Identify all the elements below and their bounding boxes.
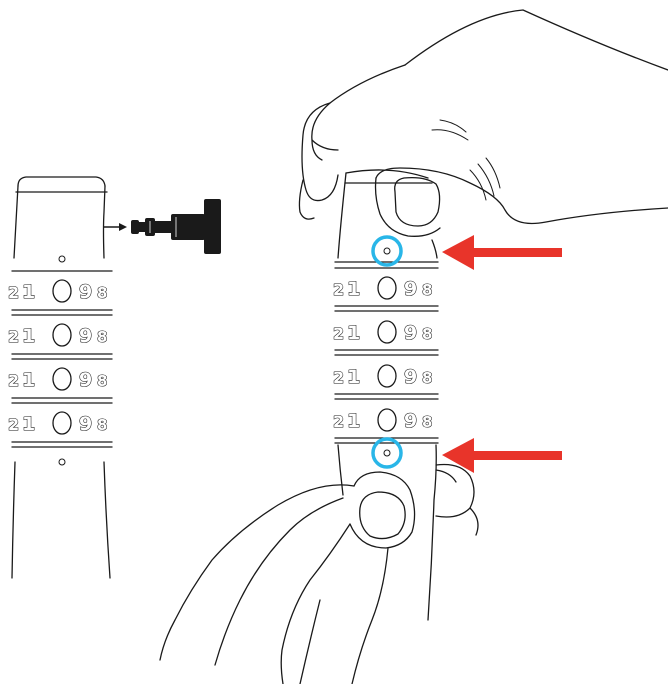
dial-digit: 9 <box>79 369 92 391</box>
dial-digit: 1 <box>347 322 360 344</box>
dial-digit: 2 <box>333 368 344 387</box>
right-cryptex-body <box>337 169 438 621</box>
dial-digit: 2 <box>8 415 19 434</box>
dial-digit: 8 <box>422 413 432 431</box>
dial-digit: 8 <box>97 328 107 346</box>
circle-highlight-icon <box>371 437 403 469</box>
dial-digit: 9 <box>404 410 417 432</box>
dial-digit-zero <box>52 323 72 347</box>
circle-highlight-icon <box>371 235 403 267</box>
dial-digit: 1 <box>22 369 35 391</box>
dial-digit: 2 <box>8 327 19 346</box>
dial-digit: 2 <box>333 280 344 299</box>
arrow-left-icon <box>442 235 562 270</box>
dial-digit: 9 <box>404 322 417 344</box>
dial-digit: 2 <box>333 412 344 431</box>
dial-digit: 2 <box>8 283 19 302</box>
dial-digit: 9 <box>79 325 92 347</box>
lower-hand <box>159 463 479 684</box>
dial-digit-zero <box>52 279 72 303</box>
dial-digit: 8 <box>422 325 432 343</box>
dial-digit: 8 <box>422 281 432 299</box>
upper-hand <box>298 9 668 237</box>
dial-digit: 1 <box>347 278 360 300</box>
dial-digit-zero <box>377 320 397 344</box>
dial-digit: 8 <box>97 284 107 302</box>
left-dial-rings <box>11 270 113 448</box>
dial-digit: 1 <box>347 410 360 432</box>
arrow-right-icon <box>103 223 127 231</box>
dial-digit: 1 <box>22 281 35 303</box>
left-dial-digits: 2 1 9 8 2 1 9 8 2 1 9 8 2 1 9 8 <box>7 279 108 436</box>
dial-digit: 1 <box>22 413 35 435</box>
dial-digit-zero <box>377 364 397 388</box>
dial-digit: 8 <box>97 372 107 390</box>
dial-digit: 1 <box>347 366 360 388</box>
dial-digit-zero <box>377 408 397 432</box>
removed-knob <box>131 199 221 254</box>
dial-digit: 1 <box>22 325 35 347</box>
dial-digit: 8 <box>422 369 432 387</box>
left-cryptex-body <box>11 176 111 579</box>
right-dial-digits: 2 1 9 8 2 1 9 8 2 1 9 8 2 1 9 8 <box>332 276 433 433</box>
dial-digit: 2 <box>8 371 19 390</box>
dial-digit: 9 <box>79 413 92 435</box>
dial-digit: 9 <box>404 366 417 388</box>
dial-digit-zero <box>52 411 72 435</box>
dial-digit: 8 <box>97 416 107 434</box>
dial-digit: 9 <box>404 278 417 300</box>
dial-digit-zero <box>52 367 72 391</box>
dial-digit-zero <box>377 276 397 300</box>
dial-digit: 9 <box>79 281 92 303</box>
dial-digit: 2 <box>333 324 344 343</box>
arrow-left-icon <box>442 438 562 473</box>
